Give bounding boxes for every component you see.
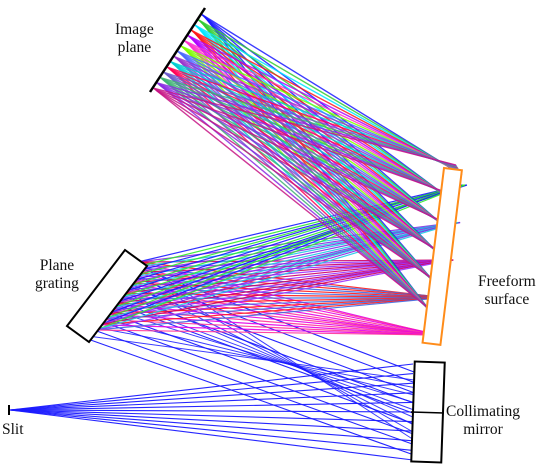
label-slit: Slit [2,421,24,439]
label-plane-grating-line1: Plane [39,257,75,274]
freeform-image-ray [154,88,447,224]
grating-mirror-ray [109,309,415,403]
grating-mirror-ray [123,291,415,418]
label-image-plane-line1: Image [115,21,154,38]
grating-freeform-ray [99,184,462,326]
freeform-image-ray [156,90,432,311]
label-image-plane-line2: plane [117,39,152,56]
slit-ray [9,363,414,411]
collimating-mirror-divider [410,411,445,414]
grating-freeform-ray [105,296,441,315]
freeform-to-image-rays [152,13,463,321]
freeform-image-ray [197,18,462,175]
grating-freeform-ray [108,308,438,336]
slit-ray [9,409,414,461]
grating-freeform-ray [99,324,434,336]
grating-freeform-ray [95,184,465,331]
slit-ray [9,409,414,451]
grating-freeform-ray [108,296,445,310]
label-image-plane: Image plane [115,21,154,57]
grating-mirror-ray [84,337,415,456]
grating-freeform-ray [118,292,442,299]
grating-freeform-ray [118,221,456,294]
slit-ray [9,409,414,442]
grating-to-freeform-rays [95,184,468,336]
label-freeform-surface-line1: Freeform [478,273,536,290]
label-freeform-surface-line2: surface [484,291,530,308]
freeform-image-ray [155,89,442,253]
freeform-image-ray [183,48,435,317]
slit-ray [9,409,414,413]
label-freeform-surface: Freeform surface [478,273,536,309]
grating-mirror-ray [95,326,415,388]
freeform-surface-element [421,166,463,346]
label-collimating-mirror-line2: mirror [463,421,503,438]
freeform-image-ray [200,21,443,291]
grating-freeform-ray [95,329,438,336]
freeform-image-ray [202,14,453,234]
slit-to-mirror-rays [9,363,414,461]
grating-freeform-ray [131,259,454,274]
grating-freeform-ray [102,296,439,321]
slit-ray [9,409,414,432]
freeform-image-ray [200,13,463,176]
label-plane-grating: Plane grating [35,257,79,293]
grating-to-mirror-rays [84,265,415,456]
image-plane-detector [148,7,207,93]
slit-ray [9,373,414,411]
slit-ray [9,401,414,411]
freeform-image-ray [152,87,457,166]
grating-mirror-ray [112,302,415,415]
grating-mirror-ray [98,319,415,435]
label-slit-text: Slit [2,421,24,438]
plane-grating-element [65,248,149,344]
grating-mirror-ray [137,274,415,433]
grating-freeform-ray [115,296,446,300]
grating-freeform-ray [102,318,433,336]
freeform-image-ray [155,89,437,282]
grating-freeform-ray [102,184,460,321]
grating-freeform-ray [128,259,451,279]
label-collimating-mirror: Collimating mirror [446,403,520,439]
label-collimating-mirror-line1: Collimating [446,403,521,420]
freeform-image-ray [163,79,433,312]
grating-freeform-ray [124,221,454,284]
grating-freeform-ray [115,221,460,300]
grating-freeform-ray [99,296,441,326]
grating-freeform-ray [112,296,447,305]
label-plane-grating-line2: grating [35,275,79,292]
freeform-image-ray [153,87,452,195]
grating-freeform-ray [95,296,445,331]
grating-mirror-ray [91,328,415,446]
